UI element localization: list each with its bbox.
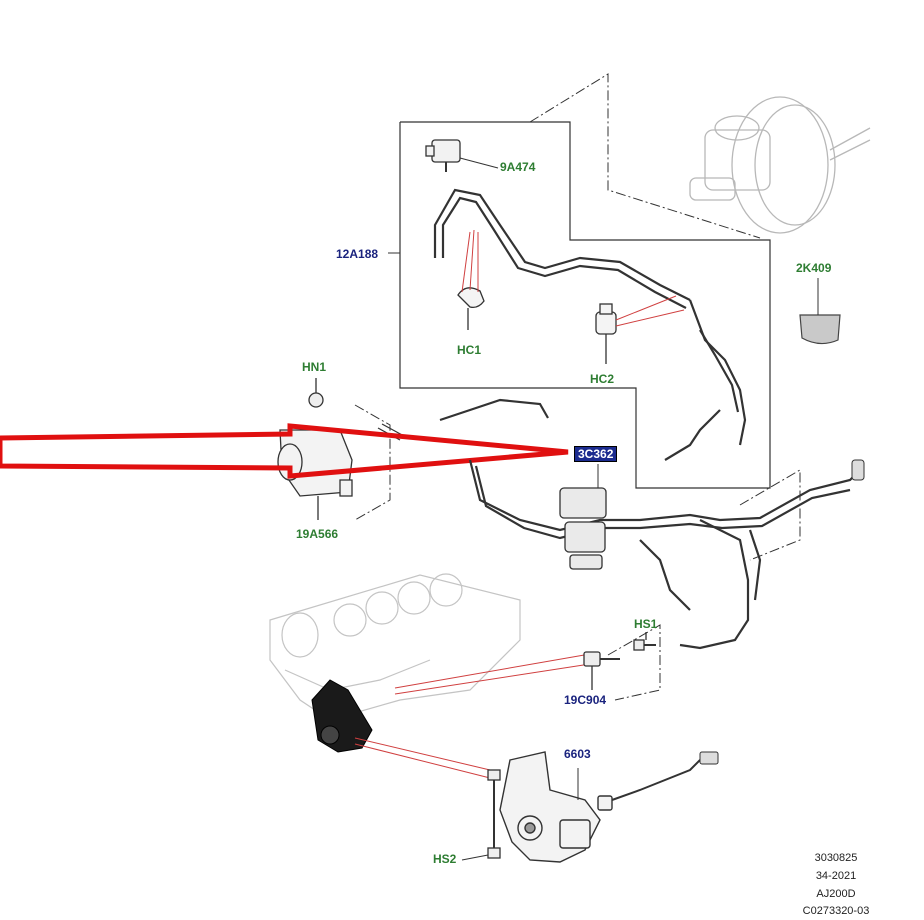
nut-HN1: [308, 378, 324, 408]
oil-pump-6603: [499, 751, 613, 863]
red-arrow: [0, 423, 569, 479]
part-label-19A566: 19A566: [296, 527, 339, 541]
part-label-HC1: HC1: [457, 343, 482, 357]
sensor-9A474: [425, 139, 461, 172]
hose-end-fitting: [851, 459, 865, 481]
part-label-12A188: 12A188: [336, 247, 379, 261]
clip-HC1: [457, 287, 485, 330]
callout-box-12A188: [399, 121, 771, 489]
cap-2K409: [799, 314, 841, 345]
vacuum-hose-upper: [433, 188, 747, 461]
sensor-19C904: [583, 651, 620, 690]
engine-leader-lines: [354, 653, 591, 779]
hose-assembly-3C362: [439, 398, 861, 650]
oil-pump-connector: [699, 751, 719, 765]
part-label-HC2: HC2: [590, 372, 615, 386]
part-label-6603: 6603: [564, 747, 591, 761]
ref-line-1: 3030825: [814, 852, 858, 864]
oil-pump-pipe: [611, 759, 701, 801]
part-label-9A474: 9A474: [500, 160, 536, 174]
ref-line-3: AJ200D: [816, 888, 856, 900]
part-label-HS1: HS1: [634, 617, 658, 631]
ref-line-2: 34-2021: [815, 870, 857, 882]
part-label-3C362-highlighted[interactable]: 3C362: [574, 446, 618, 462]
part-label-HS2: HS2: [433, 852, 457, 866]
part-label-2K409: 2K409: [796, 261, 832, 275]
part-label-19C904: 19C904: [564, 693, 607, 707]
oil-pump-location: [311, 679, 373, 753]
clip-leader-lines: [461, 229, 685, 327]
bolt-HS2: [487, 769, 501, 859]
dashdot-leader-booster: [529, 73, 761, 239]
part-label-HN1: HN1: [302, 360, 327, 374]
valve-block: [559, 487, 607, 570]
leader-9A474: [459, 157, 499, 169]
engine-block-illustration: [269, 573, 521, 721]
pump-19A566: [277, 429, 353, 520]
bolt-HS1: [633, 632, 656, 651]
ref-line-4: C0273320-03: [802, 905, 870, 917]
dashdot-leader-hs1: [607, 624, 661, 701]
clip-HC2: [595, 303, 617, 364]
dashdot-leader-19A566: [354, 404, 391, 521]
brake-booster-illustration: [689, 96, 871, 234]
